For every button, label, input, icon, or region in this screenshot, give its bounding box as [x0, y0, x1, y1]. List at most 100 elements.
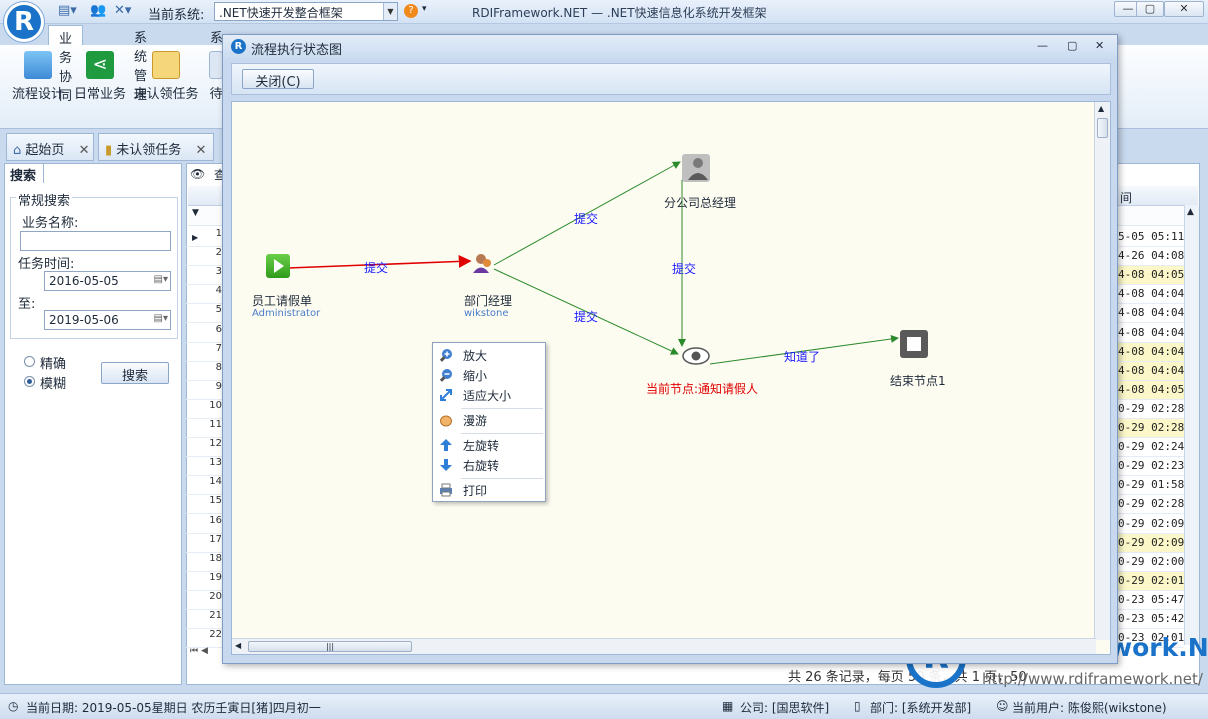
scroll-thumb[interactable]: ||| [248, 641, 412, 652]
pending-button[interactable]: 待 [206, 51, 226, 102]
workflow-design-button[interactable]: 流程设计 [10, 51, 66, 102]
canvas-horizontal-scrollbar[interactable]: ◀ ||| [232, 638, 1096, 654]
time-cell[interactable]: 0-29 02:01 [1118, 571, 1184, 591]
quick-access-menu-icon[interactable]: ▤▾ [58, 3, 77, 18]
row-number[interactable]: 14 [186, 476, 226, 496]
close-tab-icon[interactable]: ✕ [78, 143, 90, 158]
time-cell[interactable]: 4-08 04:04 [1118, 304, 1184, 324]
time-cell[interactable]: 4-26 04:08 [1118, 247, 1184, 267]
doc-tab-unclaimed[interactable]: ▮ 未认领任务 ✕ [98, 133, 214, 161]
time-cell[interactable]: 0-29 02:28 [1118, 400, 1184, 419]
daily-business-button[interactable]: ⋖ 日常业务 [72, 51, 128, 102]
time-cell[interactable]: 0-29 01:58 [1118, 476, 1184, 496]
row-number[interactable]: 8 [186, 362, 226, 381]
grid-vertical-scrollbar[interactable] [1184, 205, 1199, 645]
row-number[interactable]: 12 [186, 438, 226, 458]
row-number[interactable]: 13 [186, 457, 226, 477]
row-number[interactable]: 6 [186, 324, 226, 343]
row-number[interactable]: 3 [186, 266, 226, 286]
row-number[interactable]: 7 [186, 343, 226, 362]
canvas-vertical-scrollbar[interactable]: ▲ [1094, 102, 1110, 640]
tab-business-collab[interactable]: 业务协同 [48, 25, 84, 104]
close-dialog-button[interactable]: 关闭(C) [242, 69, 314, 90]
end-node-icon[interactable] [900, 330, 928, 358]
time-cell[interactable]: 0-23 05:42 [1118, 610, 1184, 629]
scroll-thumb[interactable] [1097, 118, 1108, 138]
time-cell[interactable]: 0-29 02:09 [1118, 533, 1184, 553]
time-cell[interactable]: 0-29 02:28 [1118, 495, 1184, 515]
biz-name-input[interactable] [20, 231, 171, 251]
time-cell[interactable]: 0-29 02:28 [1118, 419, 1184, 438]
view-icon[interactable]: 👁 [190, 167, 206, 181]
time-cell[interactable]: 0-29 02:00 [1118, 553, 1184, 572]
start-node-icon[interactable] [266, 254, 290, 278]
time-cell[interactable]: 4-08 04:04 [1118, 361, 1184, 381]
row-number[interactable]: 9 [186, 381, 226, 400]
menu-item-fit[interactable]: 适应大小 [433, 385, 545, 405]
row-number[interactable]: 5 [186, 304, 226, 324]
time-cell[interactable]: 0-29 02:23 [1118, 457, 1184, 477]
time-cell[interactable]: 4-08 04:04 [1118, 324, 1184, 343]
scroll-up-icon[interactable]: ▲ [1098, 104, 1105, 113]
flow-canvas[interactable]: 员工请假单 Administrator 部门经理 wikstone 分公司总经理… [231, 101, 1111, 655]
row-number[interactable]: 18 [186, 553, 226, 572]
radio-exact[interactable] [24, 356, 35, 367]
date-from-picker[interactable]: 2016-05-05 ▤▾ [44, 271, 171, 291]
row-number[interactable]: 17 [186, 534, 226, 553]
tab-more[interactable]: 系 [210, 31, 224, 46]
users-icon[interactable]: 👥 [90, 3, 107, 18]
row-number[interactable]: 20 [186, 591, 226, 610]
chevron-down-icon[interactable]: ▼ [383, 3, 397, 20]
row-number[interactable]: 1 [186, 228, 226, 247]
dept-manager-node-icon[interactable] [472, 252, 494, 274]
scroll-left-icon[interactable]: ◀ [235, 641, 242, 650]
menu-item-rotate-left[interactable]: 左旋转 [433, 435, 545, 455]
help-icon[interactable]: ? [404, 4, 418, 18]
calendar-dropdown-icon[interactable]: ▤▾ [153, 274, 168, 285]
maximize-button[interactable]: ▢ [1136, 1, 1164, 17]
row-number[interactable]: 22 [186, 629, 226, 649]
close-window-button[interactable]: ✕ [1164, 1, 1204, 17]
row-number[interactable]: 16 [186, 515, 226, 534]
search-panel-tab[interactable]: 搜索 [4, 163, 44, 184]
doc-tab-home[interactable]: ⌂ 起始页 ✕ [6, 133, 94, 161]
row-number[interactable]: 10 [186, 400, 226, 419]
close-tab-icon[interactable]: ✕ [195, 143, 207, 158]
current-system-select[interactable]: .NET快速开发整合框架 ▼ [214, 2, 398, 21]
scroll-up-icon[interactable]: ▲ [1187, 207, 1194, 217]
menu-item-zoom-in[interactable]: 放大 [433, 345, 545, 365]
time-cell[interactable]: 4-08 04:04 [1118, 342, 1184, 362]
row-number[interactable]: 19 [186, 572, 226, 591]
date-to-picker[interactable]: 2019-05-06 ▤▾ [44, 310, 171, 330]
first-page-icon[interactable]: ⏮ ◀ [190, 646, 208, 656]
menu-item-print[interactable]: 打印 [433, 480, 545, 500]
eye-icon[interactable] [682, 346, 710, 366]
tools-icon[interactable]: ✕▾ [114, 3, 132, 18]
search-button[interactable]: 搜索 [101, 362, 169, 384]
time-cell[interactable]: 4-08 04:05 [1118, 266, 1184, 286]
row-number[interactable]: 2 [186, 247, 226, 267]
time-cell[interactable]: 4-08 04:05 [1118, 380, 1184, 400]
help-dropdown-icon[interactable]: ▾ [422, 4, 427, 14]
dialog-close-icon[interactable]: ✕ [1095, 39, 1105, 52]
time-cell[interactable]: 0-23 05:47 [1118, 591, 1184, 610]
time-cell[interactable]: 4-08 04:04 [1118, 285, 1184, 305]
branch-gm-node-icon[interactable] [682, 154, 710, 182]
menu-item-pan[interactable]: 漫游 [433, 410, 545, 430]
dialog-minimize-button[interactable]: — [1037, 39, 1048, 52]
time-cell[interactable]: 0-29 02:09 [1118, 515, 1184, 534]
row-number[interactable]: 11 [186, 419, 226, 438]
row-number[interactable]: 4 [186, 285, 226, 305]
filter-icon[interactable]: ▼ [192, 208, 199, 218]
row-number[interactable]: 21 [186, 610, 226, 629]
menu-item-rotate-right[interactable]: 右旋转 [433, 455, 545, 475]
radio-fuzzy[interactable] [24, 376, 35, 387]
row-number[interactable]: 15 [186, 495, 226, 515]
menu-item-zoom-out[interactable]: 缩小 [433, 365, 545, 385]
dialog-maximize-button[interactable]: ▢ [1067, 39, 1078, 52]
time-cell[interactable]: 5-05 05:11 [1118, 228, 1184, 247]
tab-system-management[interactable]: 系统管理 [134, 31, 148, 103]
time-cell[interactable]: 0-23 02:01 [1118, 629, 1184, 649]
unclaimed-tasks-button[interactable]: 未认领任务 [132, 51, 200, 102]
calendar-dropdown-icon[interactable]: ▤▾ [153, 313, 168, 324]
